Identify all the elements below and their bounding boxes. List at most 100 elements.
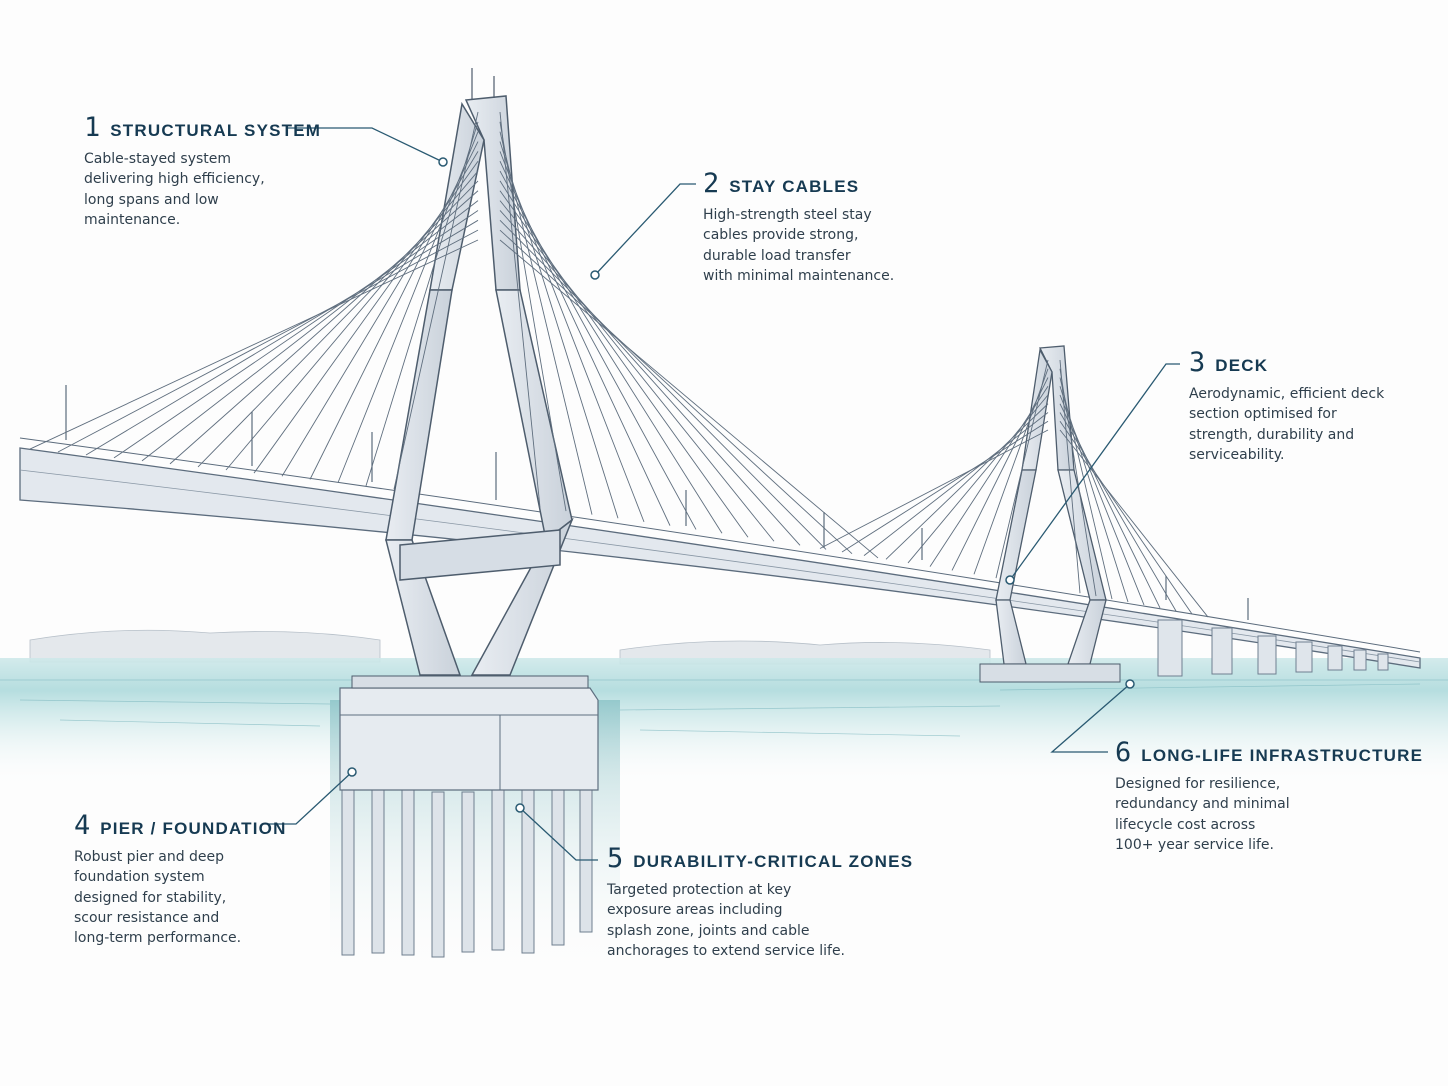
desc-line: High-strength steel stay bbox=[703, 207, 872, 223]
leader-3 bbox=[1009, 363, 1180, 581]
stay-cable bbox=[1059, 359, 1081, 594]
leader-4 bbox=[262, 771, 353, 825]
stay-cable bbox=[393, 111, 479, 490]
stay-cable bbox=[197, 180, 479, 468]
anchor-6 bbox=[1125, 679, 1135, 689]
desc-line: Aerodynamic, efficient deck bbox=[1189, 386, 1385, 402]
desc-line: long-term performance. bbox=[74, 930, 242, 947]
stay-cable bbox=[499, 190, 749, 538]
stay-cable bbox=[907, 394, 1049, 564]
desc-line: Robust pier and deep bbox=[74, 849, 225, 865]
callout-title: DECK bbox=[1215, 356, 1269, 375]
water-strokes bbox=[0, 679, 1448, 737]
desc-line: exposure areas including bbox=[607, 902, 783, 919]
stay-cable bbox=[819, 429, 1049, 549]
stay-cable bbox=[169, 190, 479, 465]
anchor-4 bbox=[347, 767, 357, 777]
main-pylon bbox=[385, 95, 574, 676]
stay-cable bbox=[499, 200, 775, 542]
callout-description: Designed for resilience, redundancy and … bbox=[1115, 774, 1395, 855]
stay-cable bbox=[253, 160, 479, 474]
desc-line: foundation system bbox=[74, 869, 205, 886]
stay-cable bbox=[309, 141, 479, 480]
stay-cable bbox=[1059, 420, 1193, 615]
stay-cable bbox=[499, 180, 723, 534]
callout-number: 1 bbox=[84, 112, 100, 143]
desc-line: redundancy and minimal bbox=[1115, 796, 1290, 813]
callout-description: Aerodynamic, efficient deck section opti… bbox=[1189, 384, 1419, 465]
stay-cable bbox=[1059, 403, 1161, 609]
leader-1 bbox=[286, 127, 444, 163]
bridge-deck bbox=[19, 437, 1421, 669]
callout-long-life-infrastructure: 6 LONG-LIFE INFRASTRUCTURE Designed for r… bbox=[1115, 737, 1422, 855]
stay-cable bbox=[841, 420, 1049, 553]
secondary-pier-platform bbox=[979, 663, 1121, 683]
callout-deck: 3 DECK Aerodynamic, efficient deck sectio… bbox=[1189, 347, 1419, 465]
desc-line: designed for stability, bbox=[74, 889, 227, 906]
stay-cable bbox=[1059, 412, 1177, 612]
pile-cap bbox=[339, 687, 599, 791]
desc-line: section optimised for bbox=[1189, 406, 1337, 423]
desc-line: maintenance. bbox=[84, 211, 181, 228]
callout-number: 3 bbox=[1189, 347, 1205, 378]
anchor-3 bbox=[1005, 575, 1015, 585]
callout-title: LONG-LIFE INFRASTRUCTURE bbox=[1141, 746, 1424, 765]
leader-2 bbox=[594, 183, 696, 276]
desc-line: cables provide strong, bbox=[703, 227, 859, 244]
stay-cable bbox=[57, 229, 479, 453]
callout-description: Targeted protection at key exposure area… bbox=[607, 880, 887, 961]
desc-line: strength, durability and bbox=[1189, 426, 1355, 443]
anchor-1 bbox=[438, 157, 448, 167]
callout-number: 6 bbox=[1115, 737, 1131, 768]
callout-structural-system: 1 STRUCTURAL SYSTEM Cable-stayed system d… bbox=[84, 112, 320, 230]
callout-description: High-strength steel stay cables provide … bbox=[703, 205, 923, 286]
stay-cable bbox=[929, 386, 1049, 567]
stay-cable bbox=[499, 210, 801, 546]
stay-cable bbox=[885, 403, 1049, 560]
callout-title: STRUCTURAL SYSTEM bbox=[110, 121, 322, 140]
desc-line: long spans and low bbox=[84, 191, 219, 208]
stay-cable bbox=[499, 239, 879, 559]
leader-6 bbox=[1050, 683, 1131, 753]
callout-number: 4 bbox=[74, 810, 90, 841]
leader-anchors bbox=[347, 157, 1135, 813]
desc-line: serviceability. bbox=[1189, 446, 1285, 463]
stay-cable bbox=[499, 219, 827, 550]
mast-tips bbox=[471, 68, 495, 100]
stay-cable bbox=[85, 219, 479, 456]
pier-platform bbox=[351, 675, 589, 689]
desc-line: anchorages to extend service life. bbox=[607, 942, 846, 959]
stay-cable bbox=[995, 359, 1049, 579]
stay-cable bbox=[499, 121, 567, 512]
stay-cable bbox=[499, 170, 697, 530]
anchor-5 bbox=[515, 803, 525, 813]
stay-cable bbox=[1059, 394, 1145, 606]
callout-title: PIER / FOUNDATION bbox=[100, 819, 287, 838]
stay-cable bbox=[499, 131, 593, 515]
desc-line: delivering high efficiency, bbox=[84, 171, 265, 188]
desc-line: Cable-stayed system bbox=[84, 151, 232, 167]
desc-line: scour resistance and bbox=[74, 909, 220, 926]
stay-cable bbox=[281, 151, 479, 477]
viaduct-piers bbox=[1157, 619, 1389, 677]
leader-5 bbox=[519, 807, 598, 861]
leader-lines bbox=[262, 127, 1180, 861]
stay-cable bbox=[113, 210, 479, 459]
desc-line: durable load transfer bbox=[703, 247, 851, 264]
callout-description: Robust pier and deep foundation system d… bbox=[74, 847, 294, 948]
desc-line: with minimal maintenance. bbox=[703, 267, 895, 284]
callout-description: Cable-stayed system delivering high effi… bbox=[84, 149, 294, 230]
foundation-piles bbox=[341, 781, 593, 958]
stay-cable bbox=[499, 111, 541, 508]
stay-cable bbox=[863, 412, 1049, 556]
stay-cable bbox=[1059, 429, 1209, 618]
callout-number: 5 bbox=[607, 843, 623, 874]
desc-line: splash zone, joints and cable bbox=[607, 922, 810, 939]
callout-number: 2 bbox=[703, 168, 719, 199]
stay-cable bbox=[141, 200, 479, 462]
callout-pier-foundation: 4 PIER / FOUNDATION Robust pier and deep … bbox=[74, 810, 294, 948]
desc-line: Targeted protection at key bbox=[607, 882, 792, 898]
